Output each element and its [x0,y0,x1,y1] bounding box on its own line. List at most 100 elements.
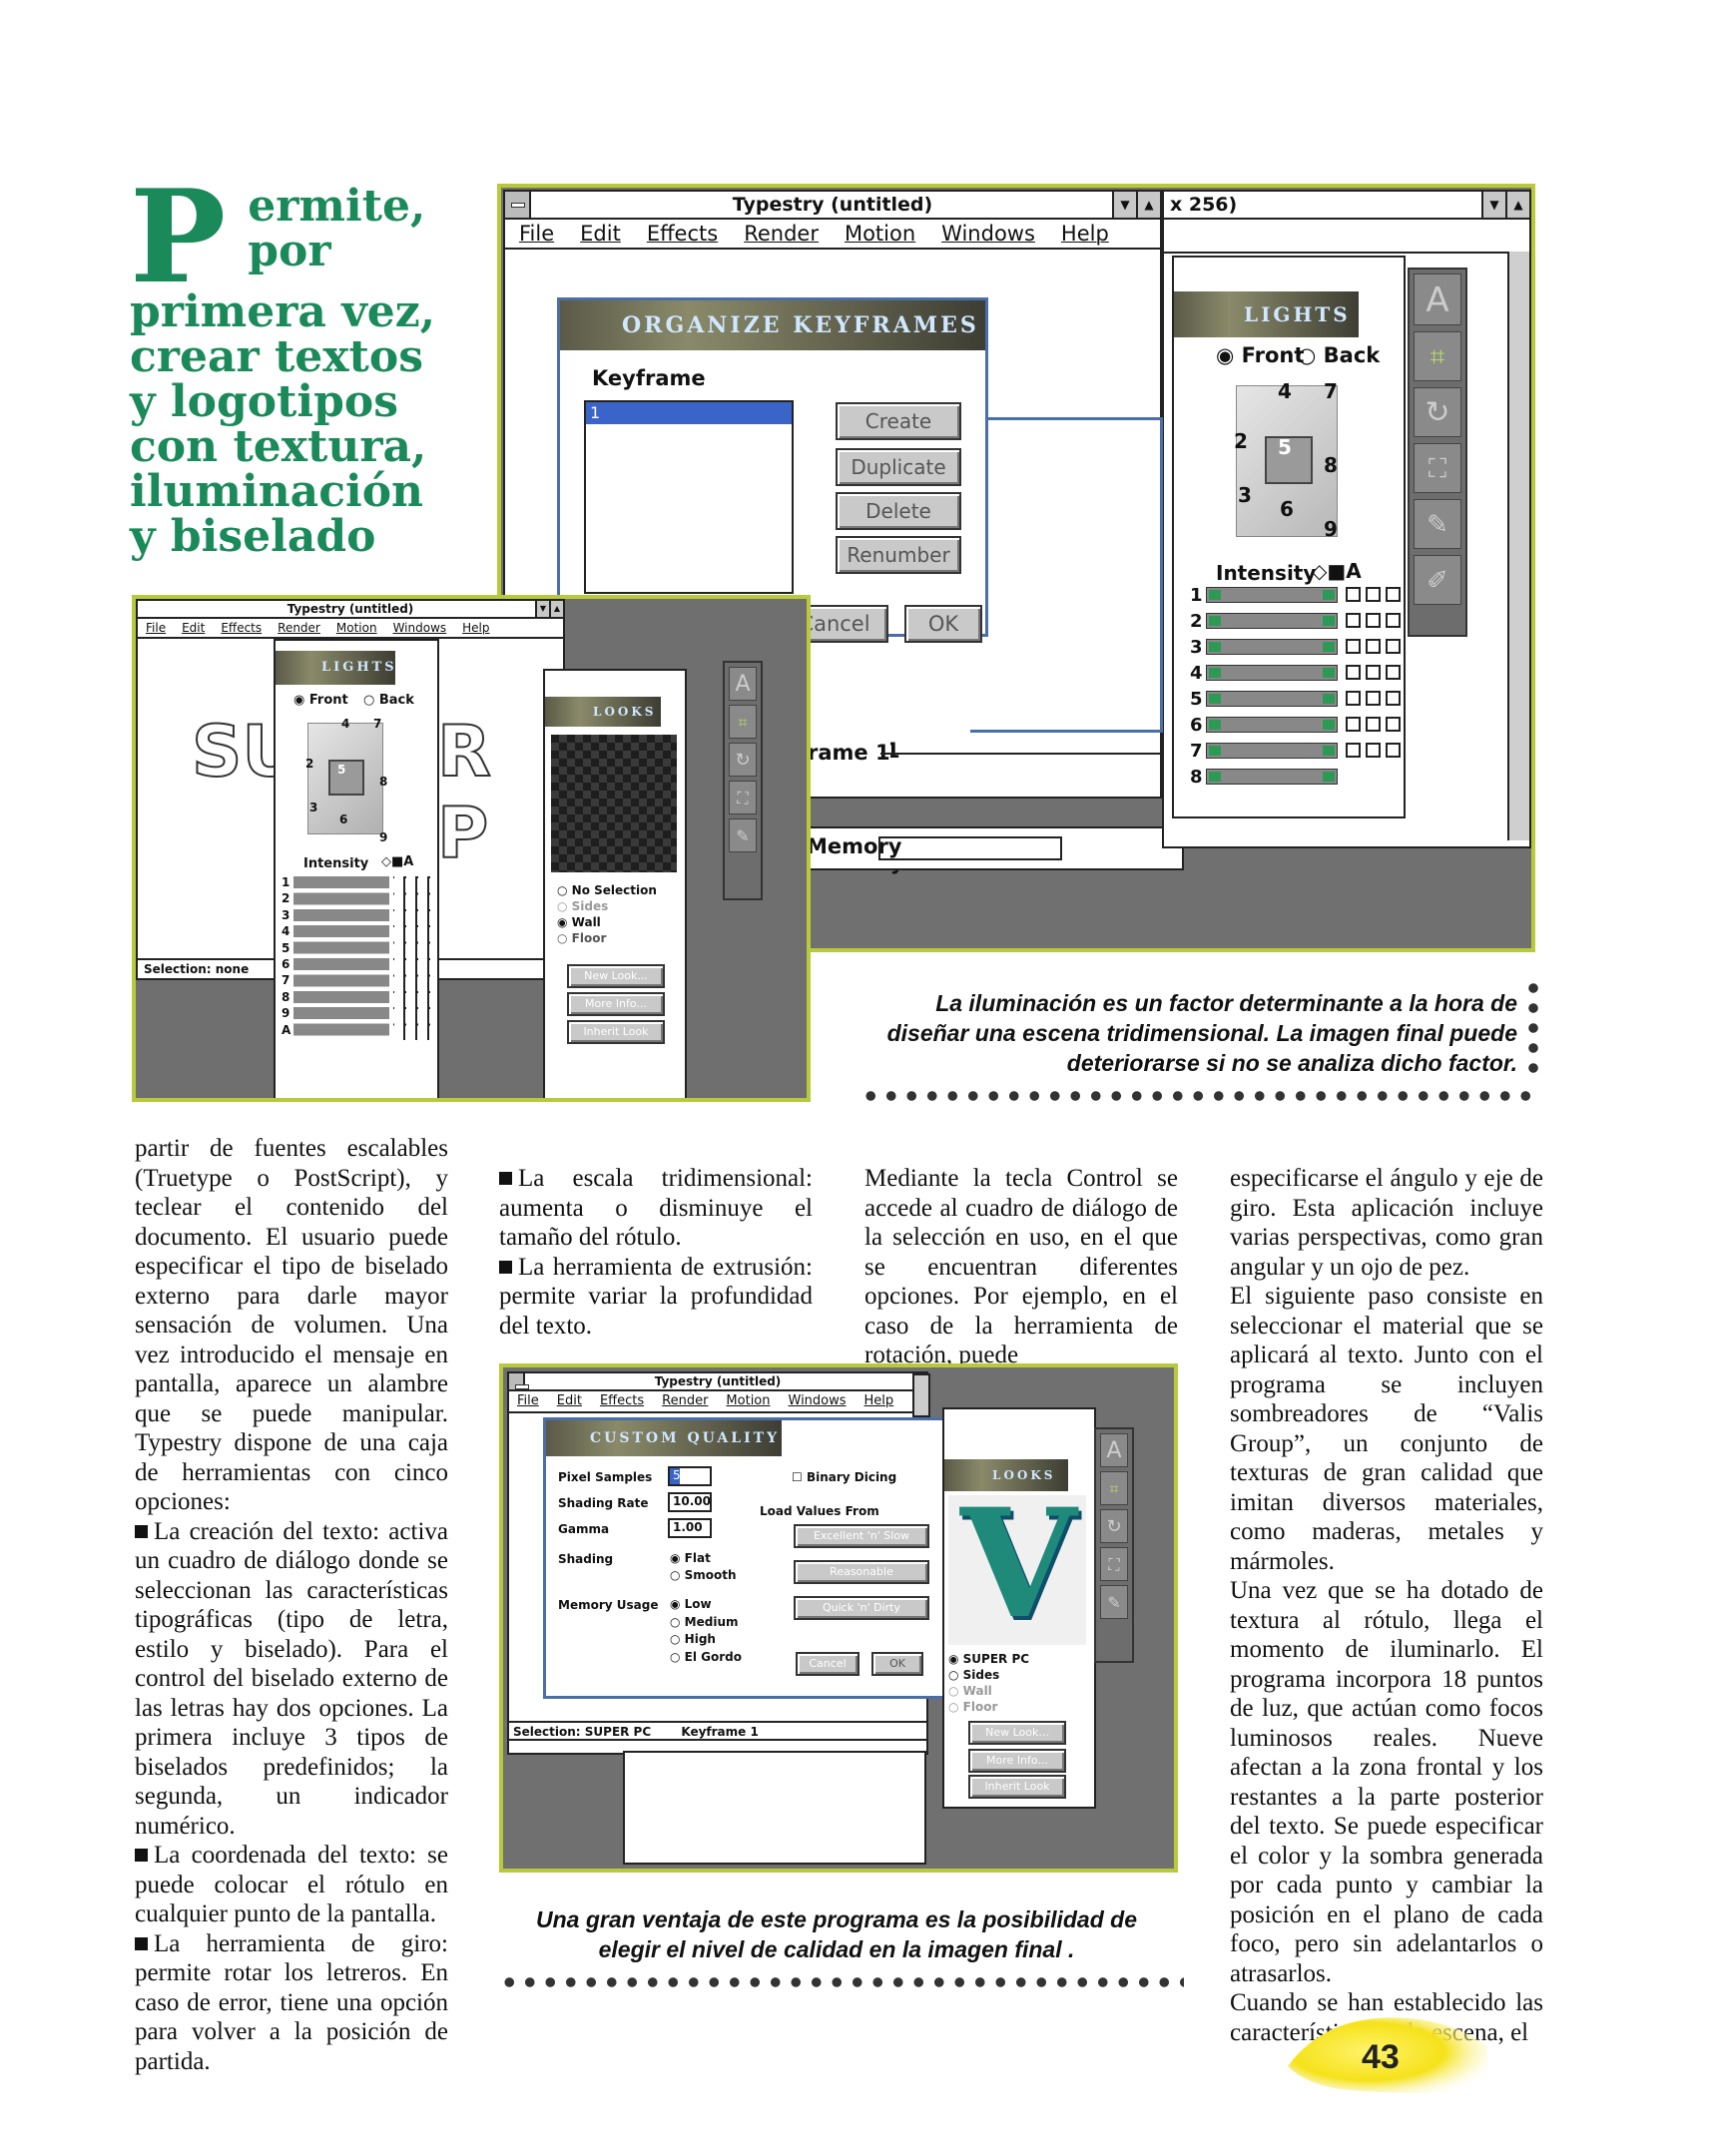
ok-button[interactable]: OK [871,1652,923,1676]
scale-tool-icon[interactable]: ⛶ [1100,1547,1128,1581]
radio-wall[interactable]: ○ Wall [948,1684,992,1698]
more-info-button[interactable]: More Info... [968,1749,1066,1773]
cancel-button[interactable]: Cancel [796,1652,859,1676]
minimize-icon[interactable]: ▼ [1112,192,1136,218]
front-radio[interactable]: ◉ Front [1216,343,1305,367]
system-menu-icon[interactable] [509,1373,529,1389]
light-checkbox[interactable] [1386,639,1401,654]
maximize-icon[interactable]: ▲ [1136,192,1160,218]
radio-floor[interactable]: ○ Floor [557,931,607,945]
menu-motion[interactable]: Motion [726,1393,771,1408]
rotate-tool-icon[interactable]: ↻ [729,743,757,777]
light-checkbox[interactable] [1366,613,1381,628]
create-button[interactable]: Create [836,402,961,440]
minimize-icon[interactable]: ▼ [535,601,549,617]
menu-render[interactable]: Render [662,1393,709,1408]
radio-medium[interactable]: ○ Medium [670,1614,739,1629]
menu-edit[interactable]: Edit [556,1393,582,1408]
menu-render[interactable]: Render [744,222,819,246]
new-look-button[interactable]: New Look... [968,1721,1066,1745]
menu-file[interactable]: File [517,1393,539,1408]
text-tool-icon[interactable]: A [1100,1433,1128,1467]
menu-windows[interactable]: Windows [788,1393,847,1408]
light-checkbox[interactable] [1346,639,1361,654]
duplicate-button[interactable]: Duplicate [836,448,961,486]
intensity-slider-2[interactable] [1206,613,1338,629]
radio-el-gordo[interactable]: ○ El Gordo [670,1649,742,1664]
text-tool-icon[interactable]: A [729,667,757,701]
intensity-slider-1[interactable] [1206,587,1338,603]
light-checkbox[interactable] [1346,691,1361,706]
menu-file[interactable]: File [519,222,555,246]
light-checkbox[interactable] [1366,639,1381,654]
intensity-slider-3[interactable] [1206,639,1338,655]
menu-effects[interactable]: Effects [599,1393,645,1408]
intensity-checkboxes[interactable] [393,876,431,1040]
move-tool-icon[interactable]: ⌗ [1414,331,1461,381]
radio-high[interactable]: ○ High [670,1632,716,1646]
more-info-button[interactable]: More Info... [567,992,665,1016]
pixel-samples-input[interactable]: 5 [668,1466,712,1486]
delete-button[interactable]: Delete [836,492,961,530]
light-checkbox[interactable] [1386,743,1401,758]
text-tool-icon[interactable]: A [1414,273,1461,325]
light-position-grid[interactable] [307,723,383,834]
light-checkbox[interactable] [1346,587,1361,602]
light-position-grid[interactable] [1236,385,1338,537]
rotate-tool-icon[interactable]: ↻ [1100,1509,1128,1543]
renumber-button[interactable]: Renumber [836,536,961,574]
minimize-icon[interactable]: ▼ [1481,192,1505,218]
light-checkbox[interactable] [1366,587,1381,602]
light-checkbox[interactable] [1386,691,1401,706]
intensity-slider-4[interactable] [1206,665,1338,681]
radio-no-selection[interactable]: ○ No Selection [557,883,657,897]
menu-motion[interactable]: Motion [335,621,377,635]
intensity-slider-5[interactable] [1206,691,1338,707]
ok-button[interactable]: OK [904,605,982,643]
excellent-slow-button[interactable]: Excellent 'n' Slow [794,1524,929,1548]
keyframe-list[interactable]: 1 [584,400,794,594]
light-checkbox[interactable] [1366,691,1381,706]
radio-low[interactable]: ◉ Low [670,1597,712,1611]
shading-rate-input[interactable]: 10.00 [668,1492,712,1512]
menu-file[interactable]: File [146,621,167,635]
light-checkbox[interactable] [1366,717,1381,732]
maximize-icon[interactable]: ▲ [549,601,563,617]
reasonable-button[interactable]: Reasonable [794,1560,929,1584]
menu-edit[interactable]: Edit [580,222,621,246]
menu-render[interactable]: Render [278,621,320,635]
menu-windows[interactable]: Windows [941,222,1035,246]
menu-effects[interactable]: Effects [221,621,263,635]
light-checkbox[interactable] [1386,665,1401,680]
bevel-tool-icon[interactable]: ✐ [1414,555,1461,605]
radio-sides[interactable]: ○ Sides [948,1668,1000,1682]
rotate-tool-icon[interactable]: ↻ [1414,387,1461,437]
radio-sides[interactable]: ○ Sides [557,899,609,913]
extrude-tool-icon[interactable]: ✎ [1100,1585,1128,1619]
light-checkbox[interactable] [1346,743,1361,758]
inherit-look-button[interactable]: Inherit Look [567,1020,665,1044]
menu-help[interactable]: Help [863,1393,894,1408]
radio-super-pc[interactable]: ◉ SUPER PC [948,1652,1030,1666]
front-radio[interactable]: ◉ Front [293,693,348,708]
radio-smooth[interactable]: ○ Smooth [670,1568,737,1582]
gamma-input[interactable]: 1.00 [668,1518,712,1538]
light-checkbox[interactable] [1386,587,1401,602]
quick-dirty-button[interactable]: Quick 'n' Dirty [794,1596,929,1620]
back-radio[interactable]: ○ Back [1298,343,1381,367]
extrude-tool-icon[interactable]: ✎ [1414,499,1461,549]
inherit-look-button[interactable]: Inherit Look [968,1775,1066,1799]
intensity-sliders[interactable] [293,876,389,1040]
menu-effects[interactable]: Effects [646,222,719,246]
radio-flat[interactable]: ◉ Flat [670,1551,711,1565]
new-look-button[interactable]: New Look... [567,964,665,988]
light-checkbox[interactable] [1346,717,1361,732]
menu-windows[interactable]: Windows [392,621,447,635]
menu-motion[interactable]: Motion [844,222,916,246]
intensity-slider-8[interactable] [1206,769,1338,785]
light-checkbox[interactable] [1346,613,1361,628]
extrude-tool-icon[interactable]: ✎ [729,818,757,852]
scale-tool-icon[interactable]: ⛶ [729,781,757,814]
move-tool-icon[interactable]: ⌗ [729,705,757,739]
radio-wall[interactable]: ◉ Wall [557,915,601,929]
